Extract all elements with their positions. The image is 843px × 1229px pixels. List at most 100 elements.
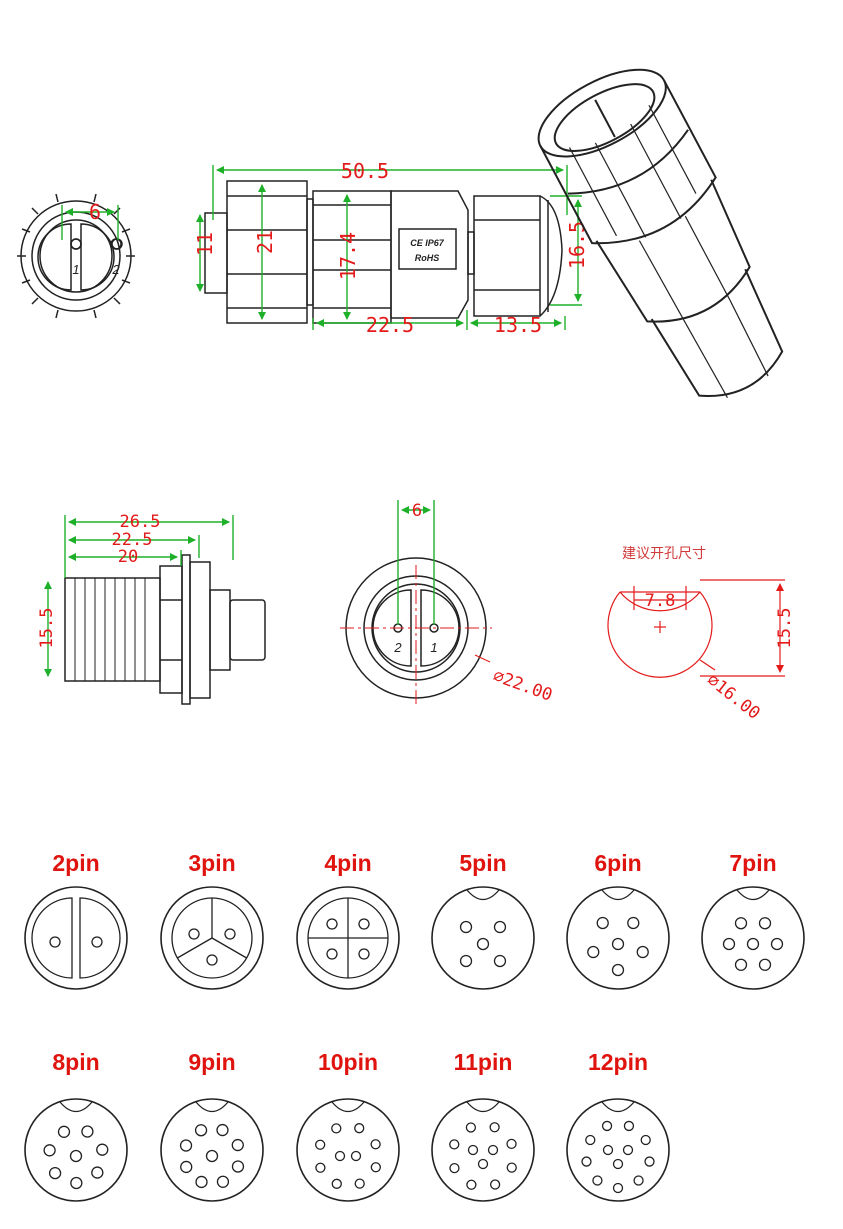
pin-variant-9: 9pin bbox=[160, 1049, 264, 1202]
cutout-shape bbox=[607, 579, 785, 678]
pin-contact bbox=[315, 1162, 326, 1173]
key-notch bbox=[59, 1101, 93, 1113]
pin-contact bbox=[758, 958, 772, 971]
pin-contact bbox=[231, 1160, 245, 1173]
connector-face-outline bbox=[24, 886, 128, 990]
pin-contact bbox=[350, 1150, 362, 1162]
pin-contact bbox=[194, 1124, 208, 1137]
pin-contact bbox=[476, 937, 490, 951]
socket-front-centerlines bbox=[340, 565, 492, 705]
pin-variant-label: 2pin bbox=[52, 850, 99, 876]
socket-pin-number-2: 2 bbox=[393, 640, 402, 655]
socket-pin-spacing-text: 6 bbox=[412, 501, 422, 521]
pin-contact bbox=[581, 1156, 592, 1167]
pin-contact bbox=[449, 1139, 460, 1150]
pin-contact bbox=[734, 958, 748, 971]
socket-diameter-text: ⌀22.00 bbox=[490, 666, 555, 706]
pin-contact bbox=[91, 1166, 104, 1179]
length-mid-text: 22.5 bbox=[366, 313, 414, 337]
pin-variant-5: 5pin bbox=[431, 850, 535, 990]
pin-contact bbox=[370, 1139, 381, 1150]
pin-contact bbox=[770, 937, 784, 951]
pin-contact bbox=[195, 1175, 208, 1189]
pin-contact bbox=[602, 1144, 614, 1156]
pin-contact bbox=[493, 954, 507, 968]
pin-contact bbox=[459, 920, 473, 934]
key-notch bbox=[331, 1101, 365, 1113]
pin-contact bbox=[449, 1162, 460, 1174]
socket-side-dimensions bbox=[44, 515, 234, 677]
pin-spacing-dimension bbox=[61, 205, 119, 240]
length-total-text: 50.5 bbox=[341, 159, 389, 183]
key-notch bbox=[736, 889, 770, 901]
pin-contact bbox=[734, 917, 748, 930]
height-tail-text: 16.5 bbox=[565, 221, 589, 269]
pin-contact bbox=[331, 1123, 342, 1134]
pin-contact bbox=[354, 1178, 365, 1189]
pin-contact bbox=[585, 1134, 596, 1146]
key-notch bbox=[466, 1101, 500, 1113]
connector-face-outline bbox=[566, 886, 670, 990]
pin-variant-label: 4pin bbox=[324, 850, 371, 876]
pin-contact bbox=[216, 1123, 229, 1137]
pin-variant-label: 9pin bbox=[188, 1049, 235, 1075]
key-notch bbox=[195, 1101, 229, 1113]
length-tail-text: 13.5 bbox=[494, 313, 542, 337]
pin-contact bbox=[358, 948, 370, 960]
pin-contact bbox=[636, 945, 649, 959]
pin-contact bbox=[315, 1139, 326, 1150]
socket-side-view bbox=[64, 554, 266, 705]
connector-face-outline bbox=[24, 1098, 128, 1202]
pin-contact bbox=[627, 916, 640, 930]
pin-contact bbox=[506, 1138, 517, 1150]
pin-contact bbox=[612, 1182, 624, 1194]
pin-variant-label: 6pin bbox=[594, 850, 641, 876]
pin-contact bbox=[57, 1125, 71, 1138]
pin-variant-4: 4pin bbox=[296, 850, 400, 990]
cutout-diameter-text: ⌀16.00 bbox=[703, 670, 764, 724]
pin-variant-label: 11pin bbox=[454, 1049, 513, 1075]
cutout-note: 建议开孔尺寸 bbox=[622, 546, 706, 562]
connector-face-outline bbox=[431, 1098, 535, 1202]
pin-variant-label: 8pin bbox=[52, 1049, 99, 1075]
pin-contact bbox=[188, 928, 200, 940]
pin-contact bbox=[506, 1162, 517, 1173]
pin-variant-label: 10pin bbox=[318, 1049, 378, 1075]
pin-number-1: 1 bbox=[72, 262, 79, 277]
pin-contact bbox=[216, 1175, 230, 1188]
pin-contact bbox=[43, 1144, 56, 1157]
pin-contact bbox=[477, 1158, 489, 1170]
pin-variant-2: 2pin bbox=[24, 850, 128, 990]
pin-variant-label: 3pin bbox=[188, 850, 235, 876]
connector-face-outline bbox=[296, 886, 400, 990]
pin-contact bbox=[644, 1156, 655, 1167]
pin-contact bbox=[69, 1149, 83, 1163]
pin-contact bbox=[358, 918, 370, 930]
key-notch bbox=[466, 889, 500, 901]
pin-contact bbox=[49, 936, 61, 948]
pin-variant-3: 3pin bbox=[160, 850, 264, 990]
pin-contact bbox=[612, 1158, 624, 1170]
pin-contact bbox=[354, 1123, 365, 1134]
pin-variant-6: 6pin bbox=[566, 850, 670, 990]
pin-contact bbox=[331, 1178, 342, 1189]
pin-variant-8: 8pin bbox=[24, 1049, 128, 1202]
pin-contact bbox=[758, 917, 772, 930]
pin-contact bbox=[231, 1138, 244, 1152]
marking-rohs: RoHS bbox=[415, 253, 440, 263]
panel-height-text: 15.5 bbox=[37, 608, 57, 649]
pin-variant-12: 12pin bbox=[566, 1049, 670, 1202]
side-view-dimensions bbox=[196, 165, 582, 330]
key-notch bbox=[601, 889, 635, 901]
pin-contact bbox=[622, 1144, 634, 1156]
pin-contact bbox=[334, 1150, 346, 1162]
pin-contact bbox=[81, 1125, 94, 1138]
connector-face-outline bbox=[160, 1098, 264, 1202]
pin-variant-11: 11pin bbox=[431, 1049, 535, 1202]
pin-contact bbox=[96, 1143, 109, 1156]
pin-contact bbox=[459, 954, 473, 968]
pin-contact bbox=[206, 954, 218, 966]
pin-contact bbox=[596, 916, 609, 930]
